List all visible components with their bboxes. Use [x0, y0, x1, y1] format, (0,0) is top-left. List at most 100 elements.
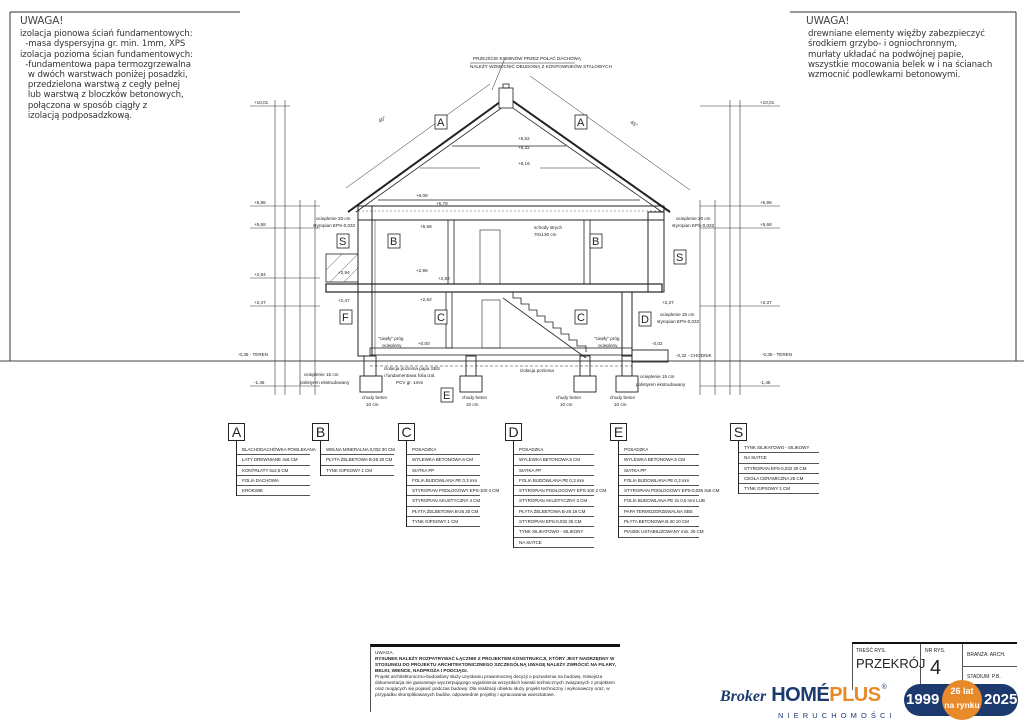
note-line: izolacją podposadzkową. — [20, 110, 133, 121]
annotation: ocieplenie 15 cm — [640, 374, 675, 379]
legend-item: PIASEK USTABILIZOWANY min. 30 CM — [619, 527, 704, 538]
legend-item: KONTRŁATY 5x2,5 CM — [237, 466, 310, 476]
legend-item: PŁYTA ŻELBETOWA B-25 18 CM — [514, 507, 594, 518]
annotation: styropian EPS-0,032 — [672, 223, 715, 228]
annotation: ocieplenie 25 cm — [660, 312, 695, 317]
note-right: UWAGA! drewniane elementy więźby zabezpi… — [806, 16, 992, 80]
level-inner: +2,62 — [420, 297, 432, 302]
annotation: ocieplenie 20 cm — [676, 216, 711, 221]
legend-item: STYROPIAN EPS-0,032 20 CM — [739, 464, 819, 474]
level-inner: +6,08 — [416, 193, 428, 198]
note-line: lub warstwą z bloczków betonowych, — [20, 90, 184, 101]
badge-years: 26 lat — [950, 686, 974, 696]
note-line: murłaty układać na podwójnej papie, — [808, 49, 964, 60]
level-inner: +2,47 — [338, 298, 350, 303]
legend-item: WEŁNA MINERALNA 0,032 30 CM — [321, 445, 395, 456]
branch: BRANŻA: ARCH. — [967, 652, 1006, 658]
legend-item: PAPA TERMOZGRZEWALNA SBS — [619, 507, 699, 518]
bottom-note: UWAGA. RYSUNEK NALEŻY ROZPATRYWAĆ ŁĄCZNI… — [370, 644, 620, 712]
legend-item: FOLIA BUDOWLANA PE 0,3 mm — [407, 476, 480, 487]
annotation: 10 cm — [466, 402, 479, 407]
year-start: 1999 — [906, 691, 940, 708]
annotation: styropian EPS-0,032 — [313, 223, 356, 228]
legend-item: FOLIA BUDOWLANA PE 0,3 mm — [619, 476, 699, 487]
legend-item: PŁYTA BETONOWA B-20 10 CM — [619, 517, 699, 528]
annotation: schody strych — [534, 225, 563, 230]
level-inner: +8,16 — [518, 161, 530, 166]
level-left: +5,68 — [254, 222, 266, 227]
content-label: TREŚĆ RYS. — [856, 648, 886, 654]
stairs — [503, 291, 587, 352]
right-lower-wall — [621, 291, 633, 357]
section-letter-s: S — [339, 236, 346, 248]
annotation: chudy beton — [556, 395, 581, 400]
level-left-terrain: -0,35 - TEREN — [238, 352, 268, 357]
legend-item: NA SIATCE — [514, 538, 594, 548]
legend-item: POSADZKA — [514, 445, 594, 456]
legend-item: TYNK SILIKATOWO - SILIKOWY — [739, 443, 819, 454]
level-inner: +2,82 — [438, 276, 450, 281]
legend-key: B — [312, 423, 329, 441]
legend-item: SIATKA PP — [619, 466, 699, 476]
legend-item: STYROPIAN EPS-0,032 25 CM — [514, 517, 594, 528]
note-left: UWAGA! izolacja pionowa ściań fundamento… — [20, 16, 193, 121]
level-right: +10,01 — [760, 100, 775, 105]
level-inner: +5,58 — [420, 224, 432, 229]
note-line: -fundamentowa papa termozgrzewalna — [20, 59, 191, 70]
level-right: +5,96 — [760, 200, 772, 205]
level-inner: +8,32 — [518, 145, 530, 150]
logo-plus: PLUS — [829, 684, 881, 706]
note-line: drewniane elementy więźby zabezpieczyć — [808, 29, 985, 40]
section-letter-d: D — [641, 314, 649, 326]
logo-sub: N I E R U C H O M O Ś C I — [778, 711, 893, 720]
note-line: -masa dyspersyjna gr. min. 1mm, XPS — [20, 39, 186, 50]
title-block: TREŚĆ RYS. PRZEKRÓJ NR RYS. 4 BRANŻA: AR… — [852, 642, 1017, 690]
annotation: izolacja pozioma — [520, 368, 554, 373]
chimney — [498, 87, 514, 109]
level-inner: +2,96 — [416, 268, 428, 273]
legend-key: D — [505, 423, 522, 441]
section-letter-f: F — [342, 312, 349, 324]
number-label: NR RYS. — [925, 648, 946, 654]
legend-item: TYNK GIPSOWY 1 CM — [407, 517, 480, 528]
level-inner: -0,02 — [652, 341, 663, 346]
logo-reg: ® — [881, 684, 887, 691]
level-left: +10,01 — [254, 100, 269, 105]
drawing-title: PRZEKRÓJ — [856, 656, 926, 671]
level-inner: +2,94 — [338, 270, 350, 275]
legend-item: SIATKA PP — [514, 466, 594, 476]
note-line: w dwóch warstwach poniżej posadzki, — [20, 70, 188, 81]
legend-stem — [236, 440, 237, 445]
legend-item: CEGŁA CERAMICZNA 25 CM — [739, 474, 819, 485]
level-left: +2,94 — [254, 272, 266, 277]
section-letter-e: E — [443, 390, 450, 402]
level-inner: -0,32 - CHODNIK — [676, 353, 713, 358]
legend-item: SIATKA PP — [407, 466, 480, 476]
legend-key: S — [730, 423, 747, 441]
foundations — [359, 349, 669, 393]
annotation: 10 cm — [560, 402, 573, 407]
bottom-note-text: Projekt architektoniczno-budowlany służy… — [375, 674, 615, 697]
legend-item: TYNK GIPSOWY 1 CM — [321, 466, 394, 476]
level-left: +2,47 — [254, 300, 266, 305]
ground-floor-slab — [369, 347, 633, 356]
annotation: chudy beton — [610, 395, 635, 400]
legend-item: POSADZKA — [619, 445, 699, 456]
annotation: "ciepły" próg — [594, 336, 620, 341]
annotation: styropian EPS-0,032 — [657, 319, 700, 324]
legend-item: NA SIATCE — [739, 453, 819, 464]
legend-item: WYLEWKA BETONOWA 6 CM — [407, 455, 480, 466]
legend-item: WYLEWKA BETONOWA 5 CM — [619, 455, 699, 466]
interior-wall — [447, 219, 455, 285]
homeplus-logo: Broker HOMÉ PLUS ® N I E R U C H O M O Ś… — [720, 680, 1020, 722]
note-line: wszystkie mocowania belek w i na ścianac… — [808, 59, 993, 70]
legend-item: PŁYTA ŻELBETOWA B-25 20 CM — [321, 455, 394, 466]
legend-item: POSADZKA — [407, 445, 480, 456]
legend-key: C — [398, 423, 415, 441]
note-right-title: UWAGA! — [806, 15, 850, 27]
drawing-number: 4 — [930, 657, 942, 679]
